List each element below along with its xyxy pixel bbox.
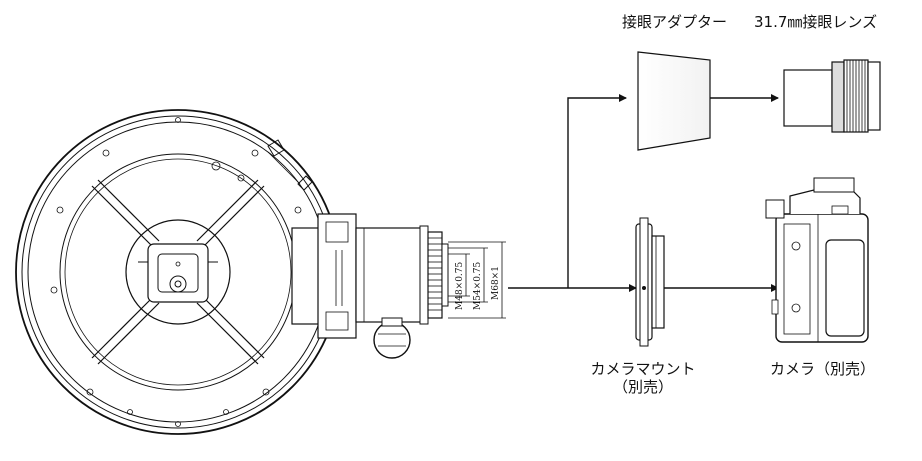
label-camera: カメラ（別売） [770, 360, 876, 378]
label-camera-mount: カメラマウント （別売） [582, 360, 704, 396]
label-camera-mount-line1: カメラマウント [590, 360, 696, 378]
label-eyepiece-lens: 31.7㎜接眼レンズ [754, 13, 878, 31]
thread-dimensions [448, 241, 506, 319]
connector-lines [508, 94, 779, 292]
camera-illustration [765, 177, 869, 343]
focuser-drawtube [355, 225, 449, 359]
thread-label-m68: M68×1 [491, 266, 501, 300]
eyepiece-adapter [637, 51, 711, 151]
telescope-body [15, 109, 357, 435]
thread-label-m54: M54×0.75 [473, 261, 483, 310]
thread-label-m48: M48×0.75 [455, 261, 465, 310]
eyepiece-lens [783, 59, 881, 133]
label-camera-mount-line2: （別売） [612, 378, 673, 396]
camera-mount [635, 217, 665, 347]
label-eyepiece-adapter: 接眼アダプター [622, 13, 728, 31]
